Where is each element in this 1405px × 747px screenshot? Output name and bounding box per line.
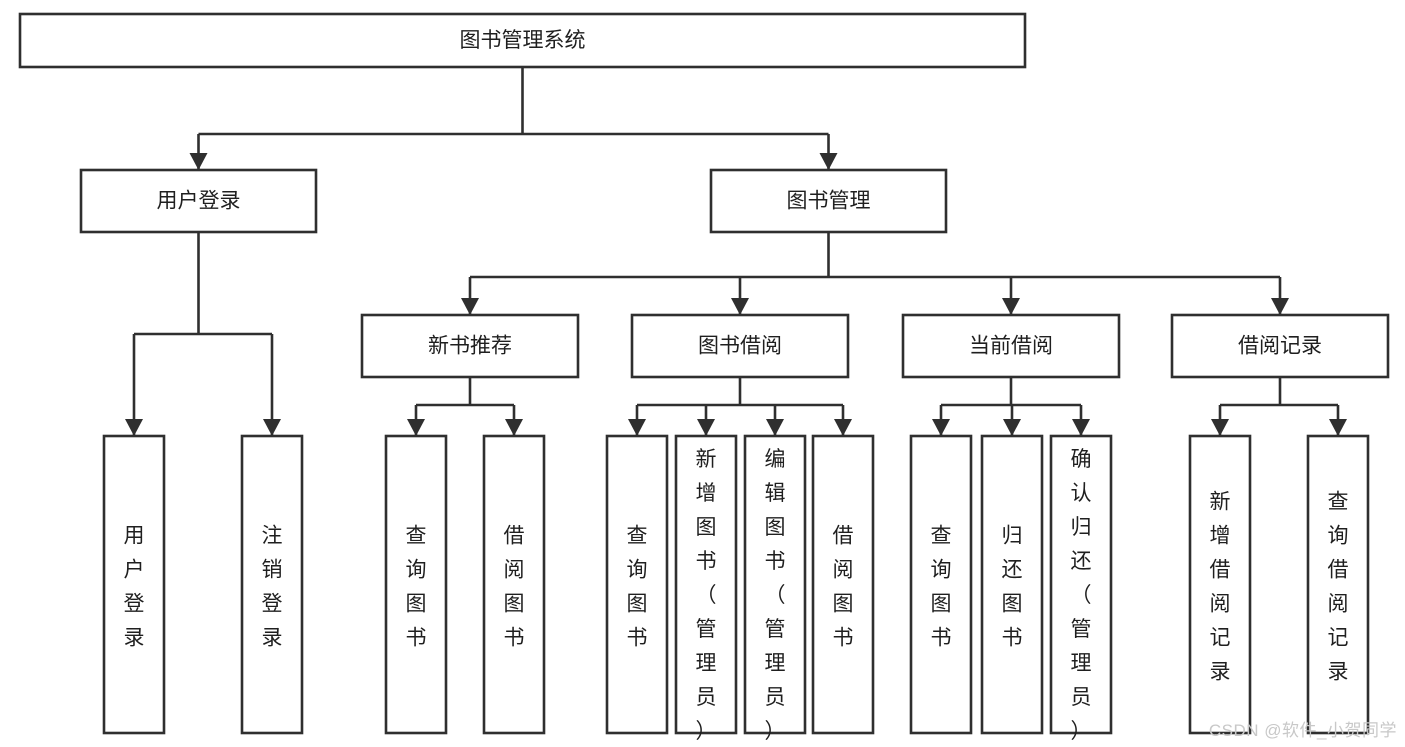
arrow-icon-leaf-rec-query — [407, 419, 425, 436]
nodes-layer: 图书管理系统用户登录图书管理新书推荐图书借阅当前借阅借阅记录用户登录注销登录查询… — [18, 12, 1390, 743]
node-leaf-bb-edit[interactable]: 编辑图书（管理员） — [743, 434, 807, 743]
arrow-icon-user-login — [189, 153, 208, 170]
arrow-icon-leaf-rec-borrow — [505, 419, 523, 436]
node-box-user-login — [79, 168, 318, 234]
node-root[interactable]: 图书管理系统 — [18, 12, 1027, 69]
arrow-icon-book-manage — [819, 153, 838, 170]
node-book-manage[interactable]: 图书管理 — [709, 168, 948, 234]
node-label-leaf-bb-add: 新增图书（管理员） — [696, 448, 717, 743]
node-leaf-cb-return[interactable]: 归还图书 — [980, 434, 1044, 735]
node-box-leaf-cb-confirm — [1049, 434, 1113, 735]
arrow-icon-new-book-rec — [461, 298, 479, 315]
node-leaf-bb-query[interactable]: 查询图书 — [605, 434, 669, 735]
node-box-borrow-record — [1170, 313, 1390, 379]
connectors-layer — [125, 67, 1347, 436]
node-new-book-rec[interactable]: 新书推荐 — [360, 313, 580, 379]
node-borrow-record[interactable]: 借阅记录 — [1170, 313, 1390, 379]
node-label-current-borrow: 当前借阅 — [969, 335, 1053, 358]
arrow-icon-leaf-cb-query — [932, 419, 950, 436]
arrow-icon-leaf-cb-confirm — [1072, 419, 1090, 436]
node-label-leaf-br-add: 新增借阅记录 — [1210, 491, 1231, 684]
node-leaf-cb-query[interactable]: 查询图书 — [909, 434, 973, 735]
node-leaf-bb-borrow[interactable]: 借阅图书 — [811, 434, 875, 735]
node-box-leaf-logout — [240, 434, 304, 735]
node-leaf-rec-query[interactable]: 查询图书 — [384, 434, 448, 735]
node-label-leaf-bb-borrow: 借阅图书 — [833, 525, 854, 650]
node-leaf-cb-confirm[interactable]: 确认归还（管理员） — [1049, 434, 1113, 743]
arrow-icon-leaf-bb-borrow — [834, 419, 852, 436]
arrow-icon-leaf-cb-return — [1003, 419, 1021, 436]
node-box-leaf-rec-query — [384, 434, 448, 735]
node-box-book-manage — [709, 168, 948, 234]
node-current-borrow[interactable]: 当前借阅 — [901, 313, 1121, 379]
node-label-leaf-bb-edit: 编辑图书（管理员） — [765, 448, 786, 743]
node-label-new-book-rec: 新书推荐 — [428, 335, 512, 358]
node-label-leaf-logout: 注销登录 — [262, 525, 283, 650]
node-label-user-login: 用户登录 — [157, 190, 241, 213]
node-label-book-manage: 图书管理 — [787, 190, 871, 213]
arrow-icon-leaf-br-query — [1329, 419, 1347, 436]
node-label-leaf-cb-query: 查询图书 — [931, 525, 952, 650]
node-book-borrow[interactable]: 图书借阅 — [630, 313, 850, 379]
node-box-leaf-bb-edit — [743, 434, 807, 735]
node-label-leaf-rec-query: 查询图书 — [406, 525, 427, 650]
node-leaf-bb-add[interactable]: 新增图书（管理员） — [674, 434, 738, 743]
node-box-leaf-cb-query — [909, 434, 973, 735]
arrow-icon-leaf-bb-add — [697, 419, 715, 436]
node-box-book-borrow — [630, 313, 850, 379]
node-box-root — [18, 12, 1027, 69]
node-box-current-borrow — [901, 313, 1121, 379]
arrow-icon-leaf-br-add — [1211, 419, 1229, 436]
arrow-icon-leaf-logout — [263, 419, 281, 436]
node-box-leaf-bb-add — [674, 434, 738, 735]
arrow-icon-current-borrow — [1002, 298, 1020, 315]
arrow-icon-borrow-record — [1271, 298, 1289, 315]
node-box-leaf-user-login — [102, 434, 166, 735]
node-label-leaf-cb-return: 归还图书 — [1002, 525, 1023, 650]
node-box-leaf-bb-borrow — [811, 434, 875, 735]
node-label-leaf-br-query: 查询借阅记录 — [1328, 491, 1349, 684]
node-box-leaf-cb-return — [980, 434, 1044, 735]
arrow-icon-book-borrow — [731, 298, 749, 315]
node-box-leaf-br-add — [1188, 434, 1252, 735]
node-label-leaf-rec-borrow: 借阅图书 — [504, 525, 525, 650]
node-leaf-user-login[interactable]: 用户登录 — [102, 434, 166, 735]
node-user-login[interactable]: 用户登录 — [79, 168, 318, 234]
node-box-leaf-br-query — [1306, 434, 1370, 735]
node-leaf-br-add[interactable]: 新增借阅记录 — [1188, 434, 1252, 735]
arrow-icon-leaf-bb-query — [628, 419, 646, 436]
node-leaf-br-query[interactable]: 查询借阅记录 — [1306, 434, 1370, 735]
node-box-leaf-bb-query — [605, 434, 669, 735]
node-leaf-logout[interactable]: 注销登录 — [240, 434, 304, 735]
node-label-root: 图书管理系统 — [460, 29, 586, 52]
arrow-icon-leaf-bb-edit — [766, 419, 784, 436]
node-label-book-borrow: 图书借阅 — [698, 335, 782, 358]
arrow-icon-leaf-user-login — [125, 419, 143, 436]
node-label-leaf-cb-confirm: 确认归还（管理员） — [1071, 448, 1092, 743]
node-label-borrow-record: 借阅记录 — [1238, 335, 1322, 358]
node-leaf-rec-borrow[interactable]: 借阅图书 — [482, 434, 546, 735]
node-box-new-book-rec — [360, 313, 580, 379]
node-label-leaf-user-login: 用户登录 — [124, 525, 145, 650]
node-label-leaf-bb-query: 查询图书 — [627, 525, 648, 650]
node-box-leaf-rec-borrow — [482, 434, 546, 735]
